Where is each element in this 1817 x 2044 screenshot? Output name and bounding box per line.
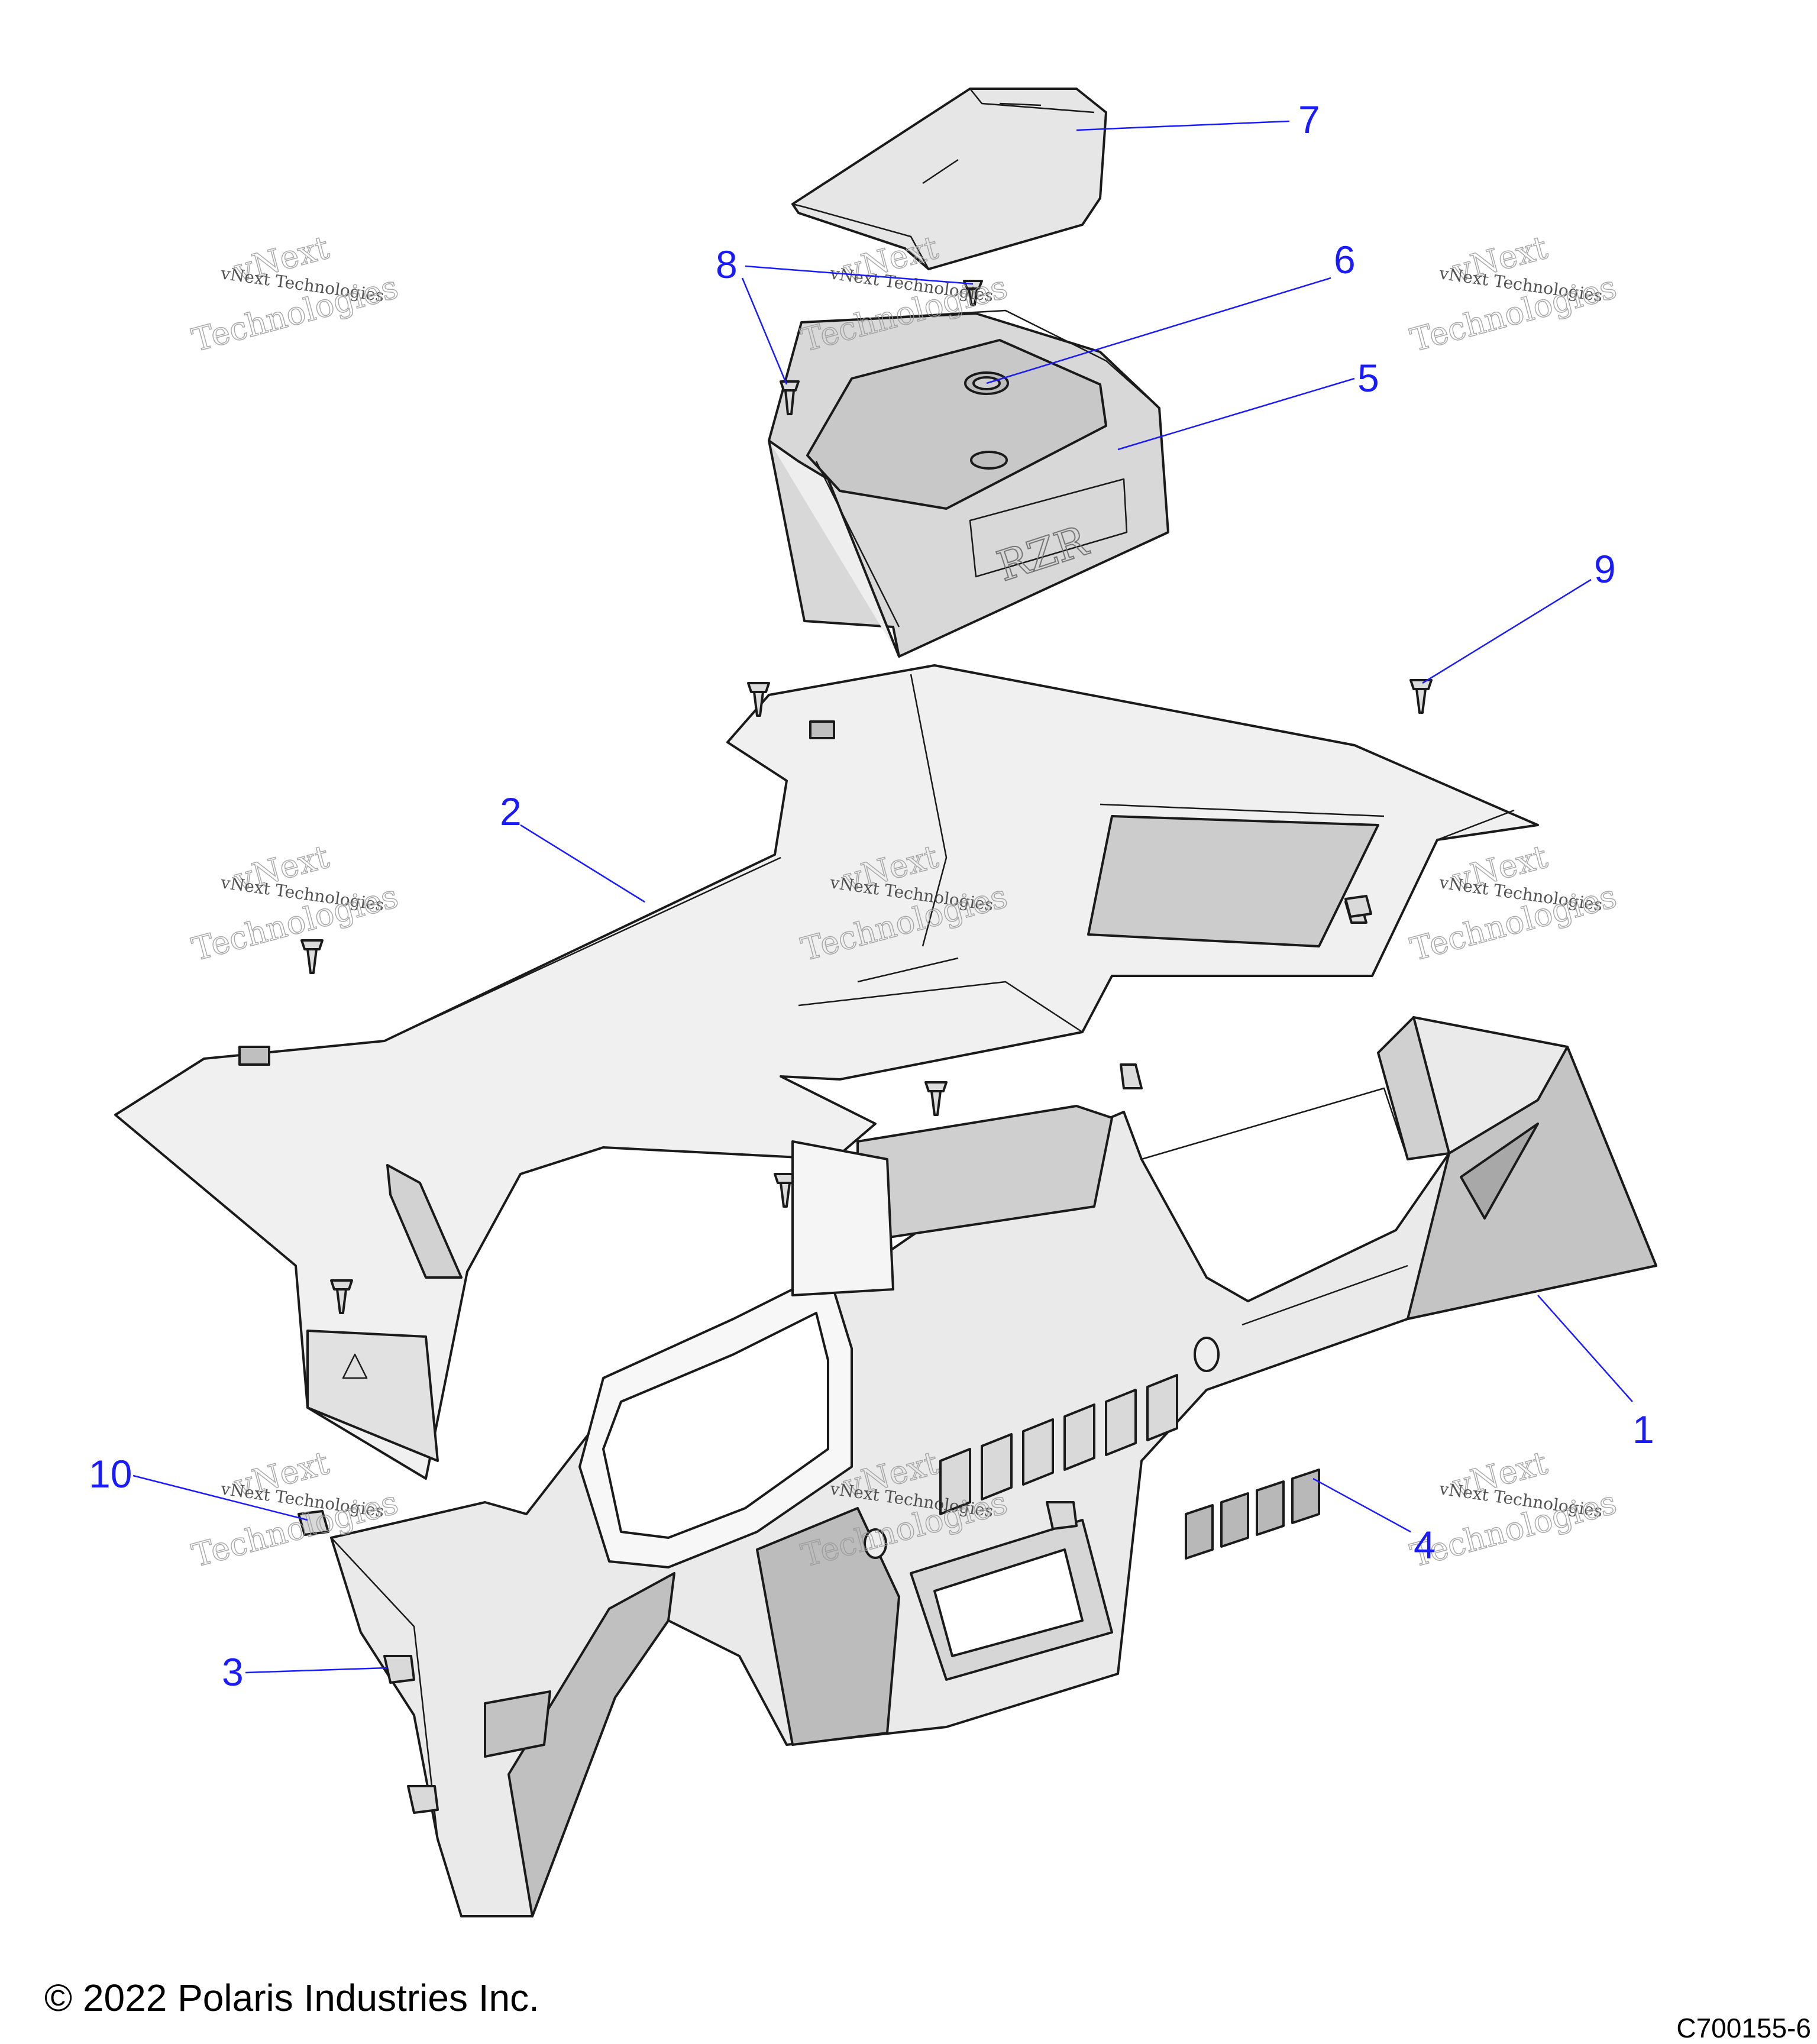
part-4-inserts (1185, 1469, 1320, 1560)
drawing-number: C700155-6 (1676, 2013, 1811, 2043)
part-3-clip (383, 1501, 1078, 1814)
part-1-lower-dash (330, 1016, 1657, 1917)
leader-8a (745, 265, 974, 285)
leader-2 (520, 824, 645, 903)
watermark: vNext vNext Technologies Technologies (1406, 228, 1621, 360)
callout-2: 2 (500, 790, 522, 833)
callout-4: 4 (1414, 1523, 1436, 1567)
part-10-nut (298, 895, 1372, 1536)
callouts: 7 6 5 8 9 2 1 4 10 3 (89, 98, 1654, 1694)
part-8-rivets (780, 280, 983, 415)
leader-4 (1312, 1477, 1411, 1533)
leader-6 (986, 277, 1331, 384)
part-2-upper-dash (114, 664, 1539, 1480)
callout-9: 9 (1594, 547, 1616, 591)
leader-9 (1422, 578, 1592, 684)
watermark: vNext vNext Technologies Technologies (1406, 837, 1621, 969)
callout-8: 8 (716, 242, 738, 286)
watermark: vNext vNext Technologies Technologies (187, 228, 402, 360)
leader-lines (132, 120, 1633, 1674)
leader-1 (1537, 1295, 1633, 1402)
copyright-text: © 2022 Polaris Industries Inc. (44, 1977, 539, 2019)
callout-5: 5 (1357, 356, 1379, 400)
callout-10: 10 (89, 1452, 132, 1496)
leader-5 (1117, 377, 1355, 451)
callout-1: 1 (1632, 1408, 1654, 1451)
callout-3: 3 (222, 1650, 244, 1694)
callout-7: 7 (1298, 98, 1320, 141)
callout-6: 6 (1334, 238, 1356, 282)
leader-8b (741, 277, 788, 385)
vent-slots (939, 1374, 1178, 1515)
part-5-storage-bin: RZR (768, 309, 1169, 658)
watermark: vNext vNext Technologies Technologies (1406, 1444, 1621, 1575)
part-7-lid (791, 88, 1107, 270)
leader-3 (245, 1667, 388, 1674)
leader-7 (1076, 120, 1290, 131)
watermark: vNext vNext Technologies Technologies (187, 837, 402, 969)
leader-10 (132, 1474, 308, 1521)
